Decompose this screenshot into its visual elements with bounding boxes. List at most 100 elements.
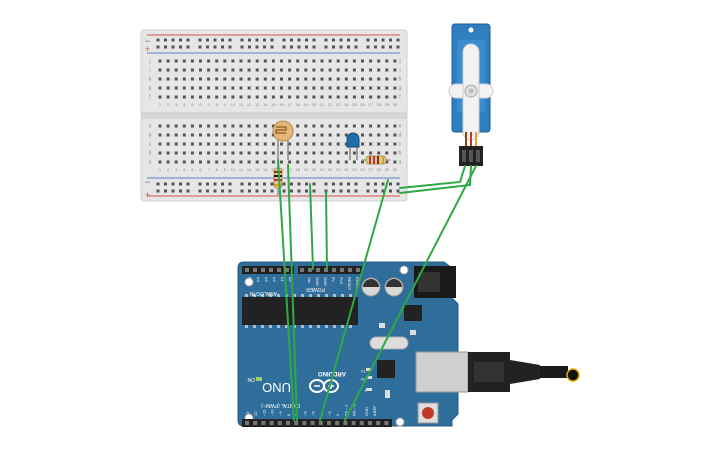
column-number-label: 17 <box>287 167 292 172</box>
digital-pin-label: ~9 <box>278 411 283 416</box>
breadboard[interactable]: 1122334455667788991010111112121313141415… <box>140 29 408 202</box>
breadboard-hole <box>240 182 244 186</box>
breadboard-hole <box>393 124 397 128</box>
breadboard-hole <box>223 59 227 63</box>
header-pin <box>348 268 352 272</box>
breadboard-hole <box>271 124 275 128</box>
breadboard-hole <box>304 133 308 137</box>
breadboard-hole <box>385 160 389 164</box>
wire-ldr-to-analog[interactable] <box>287 164 298 421</box>
breadboard-hole <box>247 151 251 155</box>
usb-cable[interactable] <box>468 352 580 392</box>
chip-leg <box>277 294 280 297</box>
breadboard-hole <box>174 151 178 155</box>
breadboard-hole <box>361 124 364 128</box>
breadboard-hole <box>248 189 251 193</box>
chip-leg <box>325 325 328 328</box>
digital-pin-label: 12 <box>253 411 258 416</box>
wire-gnd[interactable] <box>309 183 314 270</box>
rail-plus-sign-top: + <box>145 44 150 54</box>
breadboard-hole <box>288 77 292 81</box>
breadboard-hole <box>171 182 175 186</box>
wire-servo-power[interactable] <box>399 165 472 194</box>
resistor-horizontal[interactable] <box>362 155 390 165</box>
wire-ldr-to-digital[interactable] <box>277 159 295 421</box>
analog-pin-label: A2 <box>272 277 277 283</box>
breadboard-hole <box>199 124 202 128</box>
breadboard-hole <box>312 86 316 90</box>
breadboard-hole <box>223 160 227 164</box>
wire-5v[interactable] <box>325 191 328 270</box>
breadboard-hole <box>377 86 381 90</box>
breadboard-hole <box>336 151 340 155</box>
breadboard-hole <box>239 95 243 99</box>
breadboard-hole <box>377 77 381 81</box>
board-model-label: UNO <box>262 380 291 395</box>
breadboard-hole <box>324 45 328 49</box>
breadboard-hole <box>297 45 301 49</box>
breadboard-hole <box>158 95 162 99</box>
row-letter-label: j <box>148 59 150 65</box>
breadboard-hole <box>369 124 373 128</box>
column-number-label: 7 <box>207 102 210 107</box>
breadboard-hole <box>361 133 364 137</box>
header-pin <box>253 421 258 425</box>
breadboard-hole <box>352 77 356 81</box>
breadboard-hole <box>282 189 286 193</box>
breadboard-hole <box>182 124 186 128</box>
wire-servo-gnd[interactable] <box>399 165 466 189</box>
breadboard-hole <box>174 86 178 90</box>
header-pin <box>300 268 304 272</box>
photoresistor[interactable] <box>272 120 294 160</box>
breadboard-hole <box>179 182 182 186</box>
arduino-uno-board[interactable]: UNO ARDUINO ON POWER ANALOG IN DIGITAL (… <box>237 261 469 427</box>
column-number-label: 11 <box>239 102 244 107</box>
header-pin <box>318 421 323 425</box>
breadboard-hole <box>199 86 202 90</box>
breadboard-hole <box>182 151 186 155</box>
breadboard-hole <box>369 142 373 146</box>
wire-led-to-pin[interactable] <box>319 179 389 421</box>
breadboard-hole <box>385 124 389 128</box>
atmega-chip <box>242 297 358 325</box>
breadboard-hole <box>263 45 266 49</box>
analog-header[interactable] <box>242 266 294 274</box>
breadboard-hole <box>171 45 175 49</box>
breadboard-hole <box>312 38 316 42</box>
breadboard-hole <box>381 45 385 49</box>
breadboard-labels: 1122334455667788991010111112121313141415… <box>148 59 401 173</box>
breadboard-hole <box>393 68 397 72</box>
breadboard-hole <box>320 142 324 146</box>
digital-pin-label: TX→1 <box>343 404 348 416</box>
digital-pin-label: RX←0 <box>352 403 357 416</box>
breadboard-hole <box>271 68 275 72</box>
breadboard-hole <box>320 59 324 63</box>
header-pin <box>324 268 328 272</box>
power-header[interactable] <box>298 266 362 274</box>
column-number-label: 13 <box>255 102 260 107</box>
breadboard-hole <box>328 160 332 164</box>
led[interactable] <box>346 132 360 160</box>
usb-port[interactable] <box>415 351 469 393</box>
breadboard-hole <box>280 77 283 81</box>
breadboard-hole <box>206 182 209 186</box>
breadboard-hole <box>247 124 251 128</box>
digital-header-label: DIGITAL (PWM~) <box>261 402 300 408</box>
breadboard-hole <box>199 95 202 99</box>
servo-motor[interactable] <box>448 23 494 166</box>
power-pin-label: 3V3 <box>339 277 344 285</box>
breadboard-hole <box>361 142 364 146</box>
breadboard-hole <box>389 45 392 49</box>
reset-button-cap[interactable] <box>422 407 434 419</box>
breadboard-hole <box>296 59 300 63</box>
breadboard-hole <box>182 160 186 164</box>
breadboard-hole <box>339 38 343 42</box>
column-number-label: 2 <box>167 167 170 172</box>
breadboard-hole <box>344 133 348 137</box>
wire-servo-signal[interactable] <box>344 165 477 421</box>
digital-header[interactable] <box>242 419 392 427</box>
breadboard-hole <box>223 133 227 137</box>
breadboard-hole <box>221 45 224 49</box>
board-brand-label: ARDUINO <box>318 370 346 376</box>
column-number-label: 1 <box>159 102 162 107</box>
